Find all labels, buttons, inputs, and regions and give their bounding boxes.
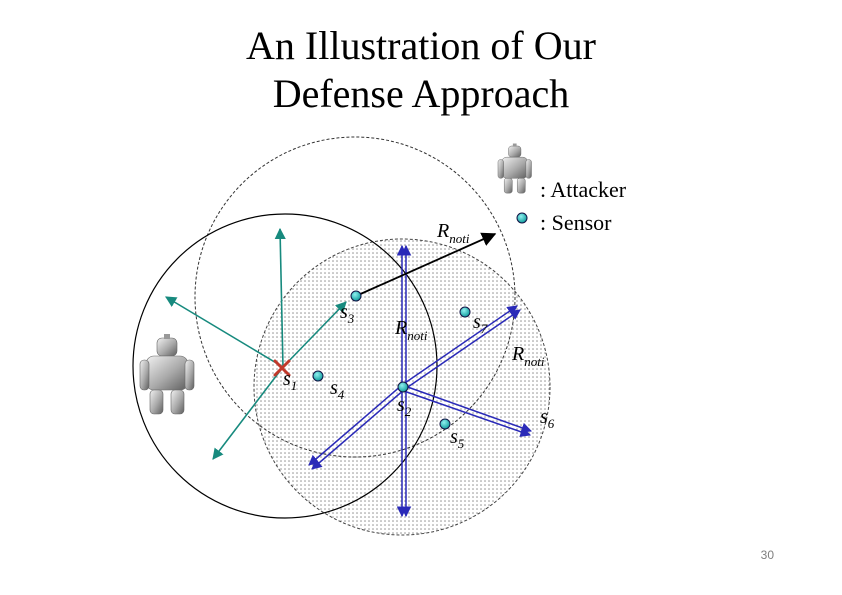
s4-label: s4 bbox=[330, 377, 345, 402]
sensor-s7 bbox=[459, 306, 471, 318]
s1-broadcast-arrows bbox=[165, 227, 347, 460]
s2-label: s2 bbox=[397, 394, 412, 419]
slide-title: An Illustration of Our Defense Approach bbox=[0, 22, 842, 118]
rnoti-r: R bbox=[436, 220, 449, 242]
page-number: 30 bbox=[760, 548, 774, 562]
compromised-x-mark bbox=[273, 359, 291, 377]
attacker-robot-icon bbox=[139, 334, 195, 415]
blue-arrow-downleft-b bbox=[311, 388, 406, 470]
s3-notification-range-circle bbox=[194, 136, 516, 458]
blue-arrow-right-a bbox=[401, 384, 532, 433]
s3-label: s3 bbox=[340, 301, 355, 326]
s2-broadcast-arrows bbox=[308, 244, 532, 518]
rnoti-sub: noti bbox=[407, 328, 428, 343]
rnoti-radius-arrow bbox=[355, 232, 497, 297]
teal-arrow-upright bbox=[282, 301, 347, 368]
rnoti-label-right: Rnoti bbox=[511, 343, 545, 369]
s6-label: s6 bbox=[540, 406, 555, 431]
rnoti-label-top: Rnoti bbox=[436, 220, 470, 246]
sensor-s4 bbox=[312, 370, 324, 382]
s1-range-circle bbox=[132, 213, 438, 519]
blue-arrow-right-b bbox=[400, 389, 531, 437]
sensor-s2 bbox=[397, 381, 409, 393]
rnoti-sub: noti bbox=[524, 354, 545, 369]
s5-label: s5 bbox=[450, 426, 465, 451]
title-line-1: An Illustration of Our bbox=[246, 23, 596, 68]
rnoti-label-middle: Rnoti bbox=[394, 317, 428, 343]
rnoti-r: R bbox=[511, 343, 524, 365]
rnoti-r: R bbox=[394, 317, 407, 339]
legend-sensor-label: : Sensor bbox=[540, 210, 612, 235]
teal-arrow-downleft bbox=[212, 366, 284, 460]
teal-arrow-upleft bbox=[165, 296, 284, 368]
teal-arrow-up bbox=[274, 227, 286, 368]
blue-arrow-upright-a bbox=[401, 305, 518, 386]
title-line-2: Defense Approach bbox=[272, 71, 570, 116]
legend-attacker-robot-icon bbox=[497, 143, 532, 194]
rnoti-sub: noti bbox=[449, 231, 470, 246]
blue-arrow-downleft-a bbox=[308, 384, 403, 466]
sensor-s5 bbox=[439, 418, 451, 430]
sensor-s3 bbox=[350, 290, 362, 302]
s7-label: s7 bbox=[473, 311, 488, 336]
sensor-dot-icon bbox=[516, 212, 528, 224]
legend-attacker-label: : Attacker bbox=[540, 177, 627, 202]
s1-label: s1 bbox=[283, 368, 297, 393]
blue-arrow-upright-b bbox=[404, 309, 521, 390]
